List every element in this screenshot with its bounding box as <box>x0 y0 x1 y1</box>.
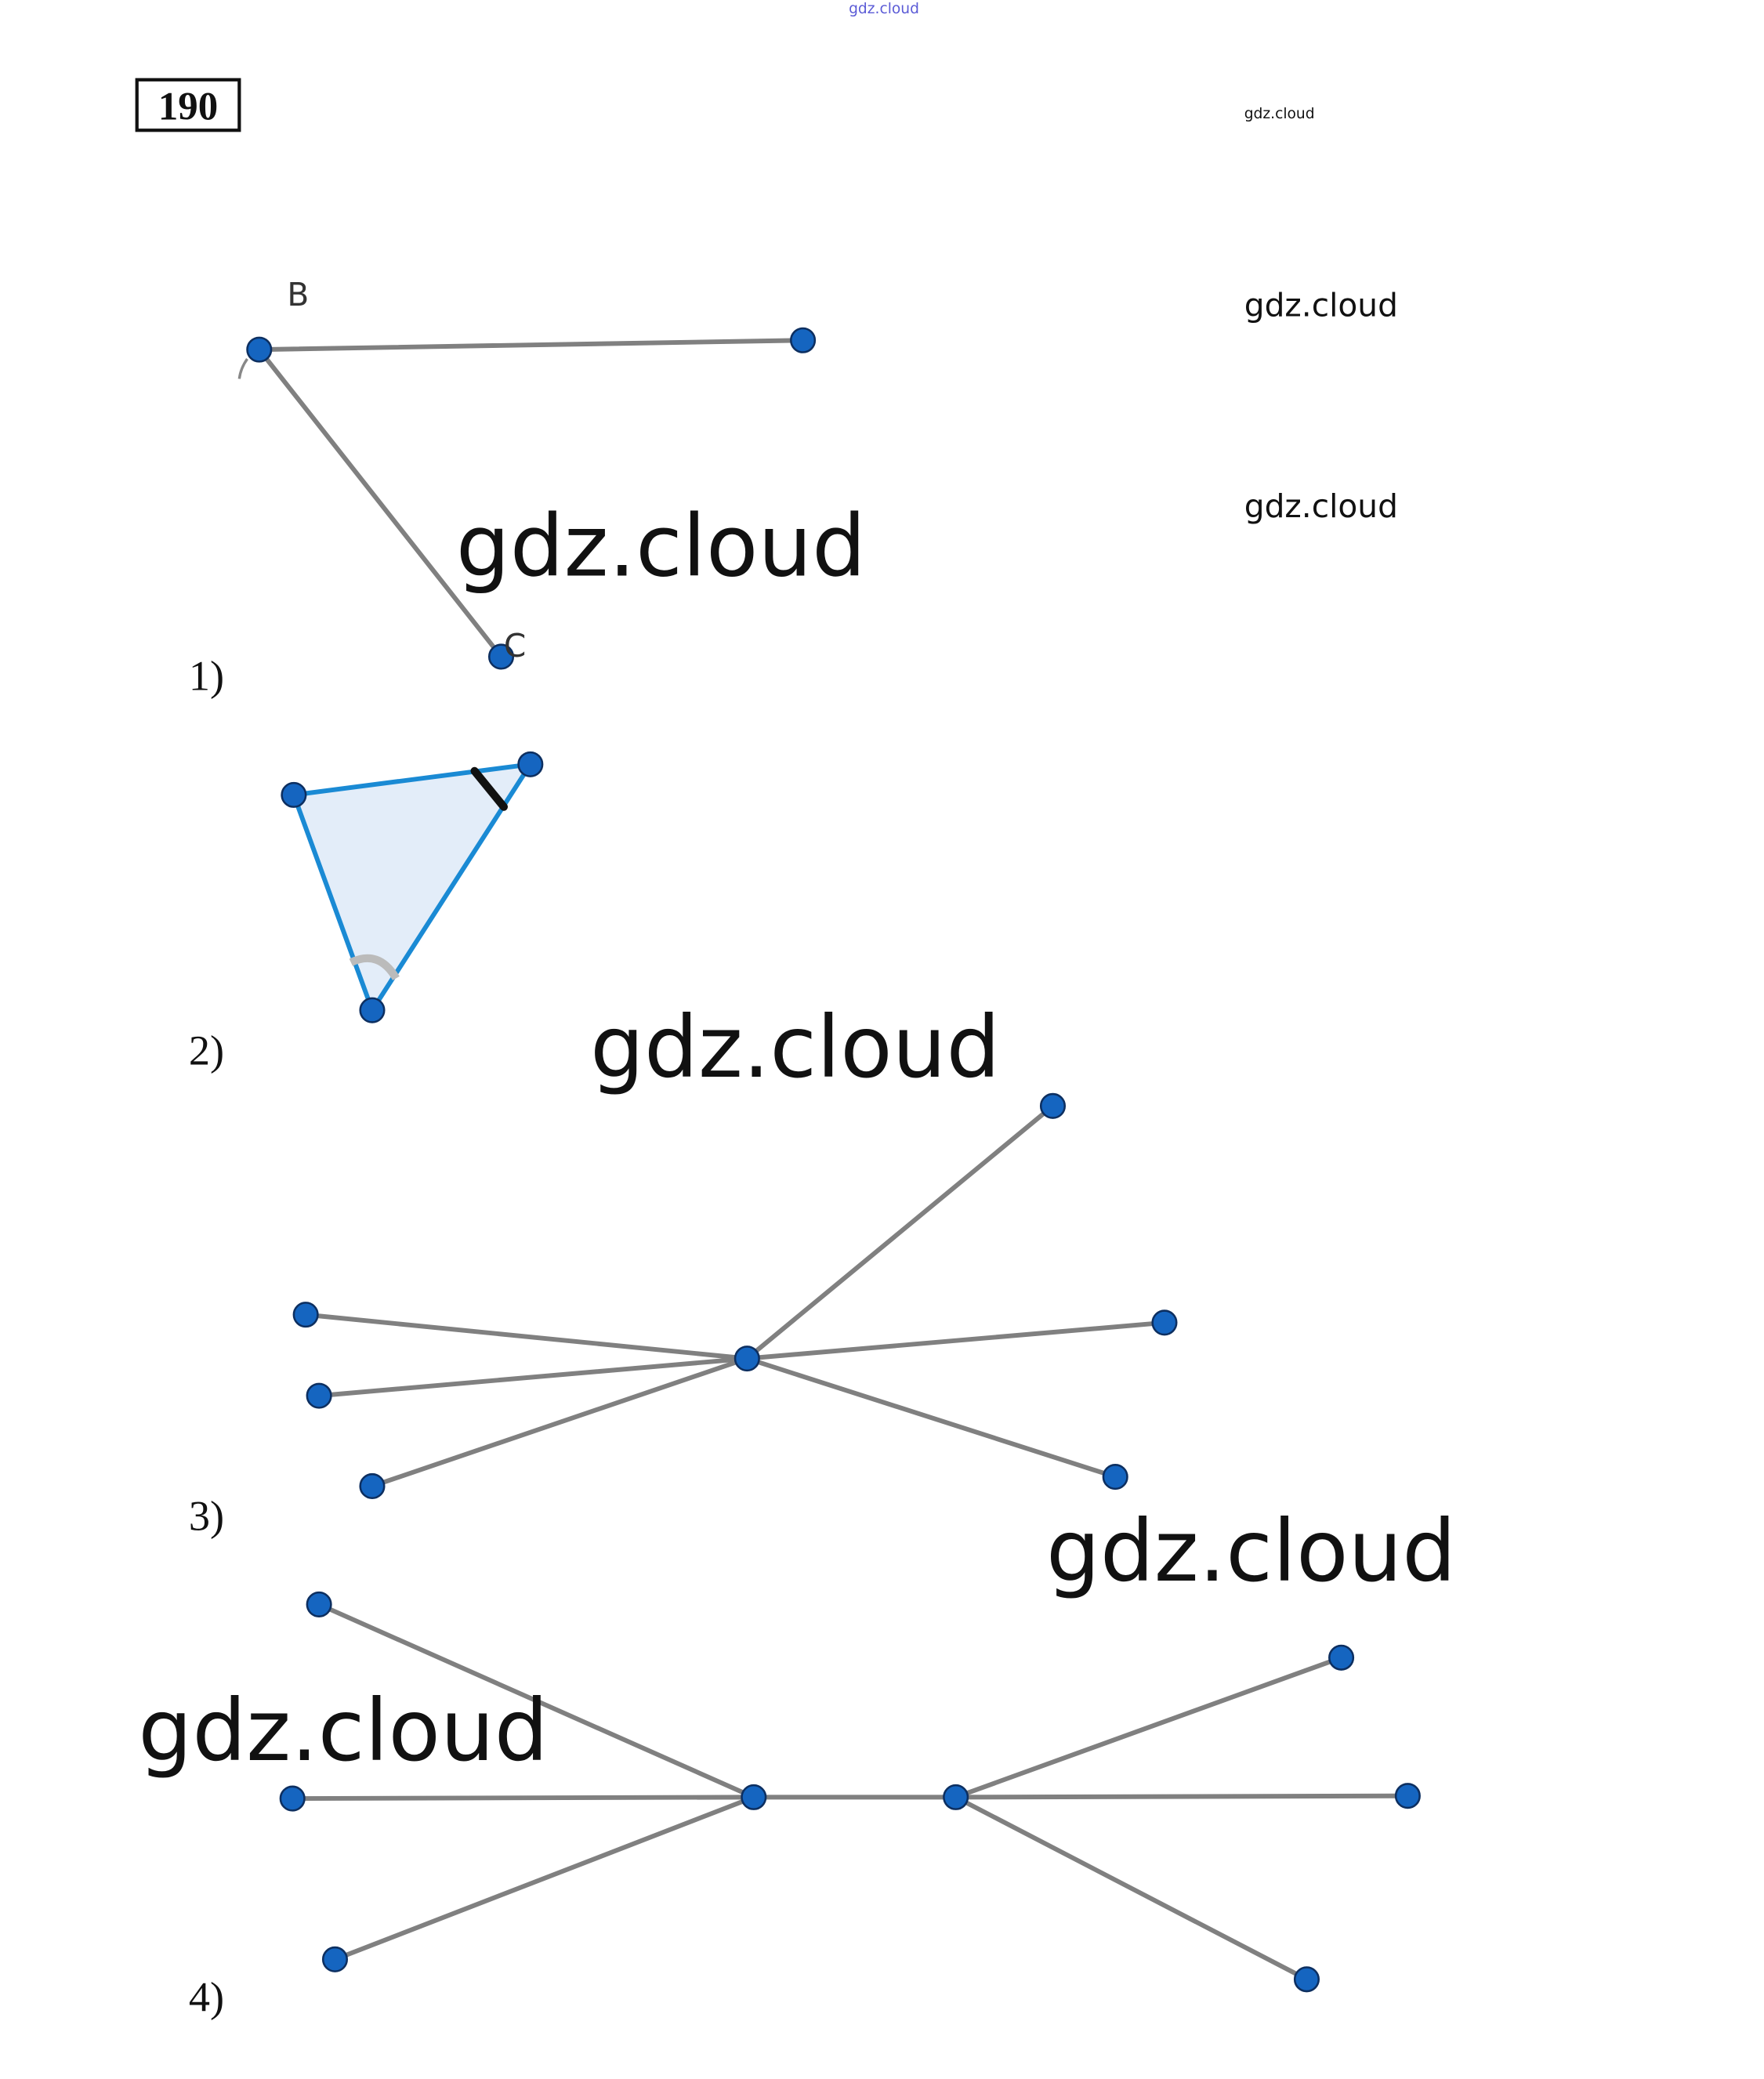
segment <box>317 1356 750 1399</box>
point <box>1151 1309 1178 1336</box>
figure-2: 2) <box>189 751 544 1074</box>
point <box>306 1591 332 1617</box>
point <box>1293 1966 1320 1993</box>
figure-label: 3) <box>189 1492 224 1539</box>
point-label-c: C <box>504 627 526 665</box>
segment <box>370 1356 750 1489</box>
segment <box>744 1356 1118 1480</box>
task-number: 190 <box>158 85 218 129</box>
point <box>1102 1464 1128 1490</box>
point-c <box>487 643 515 670</box>
figure-4: 4) <box>189 1591 1421 2020</box>
watermark: gdz.cloud <box>1046 1501 1456 1601</box>
point <box>517 751 544 777</box>
segment <box>953 1793 1411 1800</box>
point <box>1328 1644 1355 1671</box>
triangle <box>290 761 535 1016</box>
point <box>281 781 307 808</box>
center-point <box>733 1346 760 1372</box>
point <box>292 1302 319 1328</box>
watermark: gdz.cloud <box>1244 287 1398 324</box>
segment <box>953 1655 1344 1800</box>
watermark: gdz.cloud <box>138 1681 548 1780</box>
point <box>279 1785 306 1812</box>
watermark: gdz.cloud <box>1244 106 1315 122</box>
segment <box>953 1795 1309 1982</box>
point <box>790 327 817 353</box>
point <box>1039 1092 1067 1119</box>
point <box>359 997 386 1023</box>
segment <box>256 338 806 353</box>
point <box>306 1382 332 1409</box>
figure-label: 4) <box>189 1973 224 2020</box>
segment <box>317 1602 756 1800</box>
center-point <box>741 1784 767 1810</box>
segment <box>744 1320 1167 1361</box>
point-label-b: B <box>287 276 309 313</box>
watermark: gdz.cloud <box>1244 487 1398 525</box>
segment <box>332 1795 756 1962</box>
point-b <box>246 336 273 363</box>
top-watermark: gdz.cloud <box>849 1 919 17</box>
segment <box>290 1795 756 1802</box>
task-number-box <box>135 78 241 132</box>
point <box>1394 1783 1421 1809</box>
point <box>359 1472 386 1499</box>
side-tick-mark <box>470 766 508 811</box>
figure-1: B C 1) <box>189 276 817 699</box>
watermark: gdz.cloud <box>590 998 1000 1097</box>
figure-label: 2) <box>189 1027 224 1074</box>
figure-3: 3) <box>189 1092 1178 1539</box>
angle-arc <box>349 954 400 981</box>
watermark: gdz.cloud <box>456 496 866 596</box>
segment <box>303 1312 750 1361</box>
figure-label: 1) <box>189 652 224 699</box>
angle-arc <box>237 358 248 379</box>
segment <box>256 347 504 659</box>
point <box>321 1946 349 1972</box>
center-point <box>943 1784 969 1810</box>
segment <box>744 1103 1056 1361</box>
